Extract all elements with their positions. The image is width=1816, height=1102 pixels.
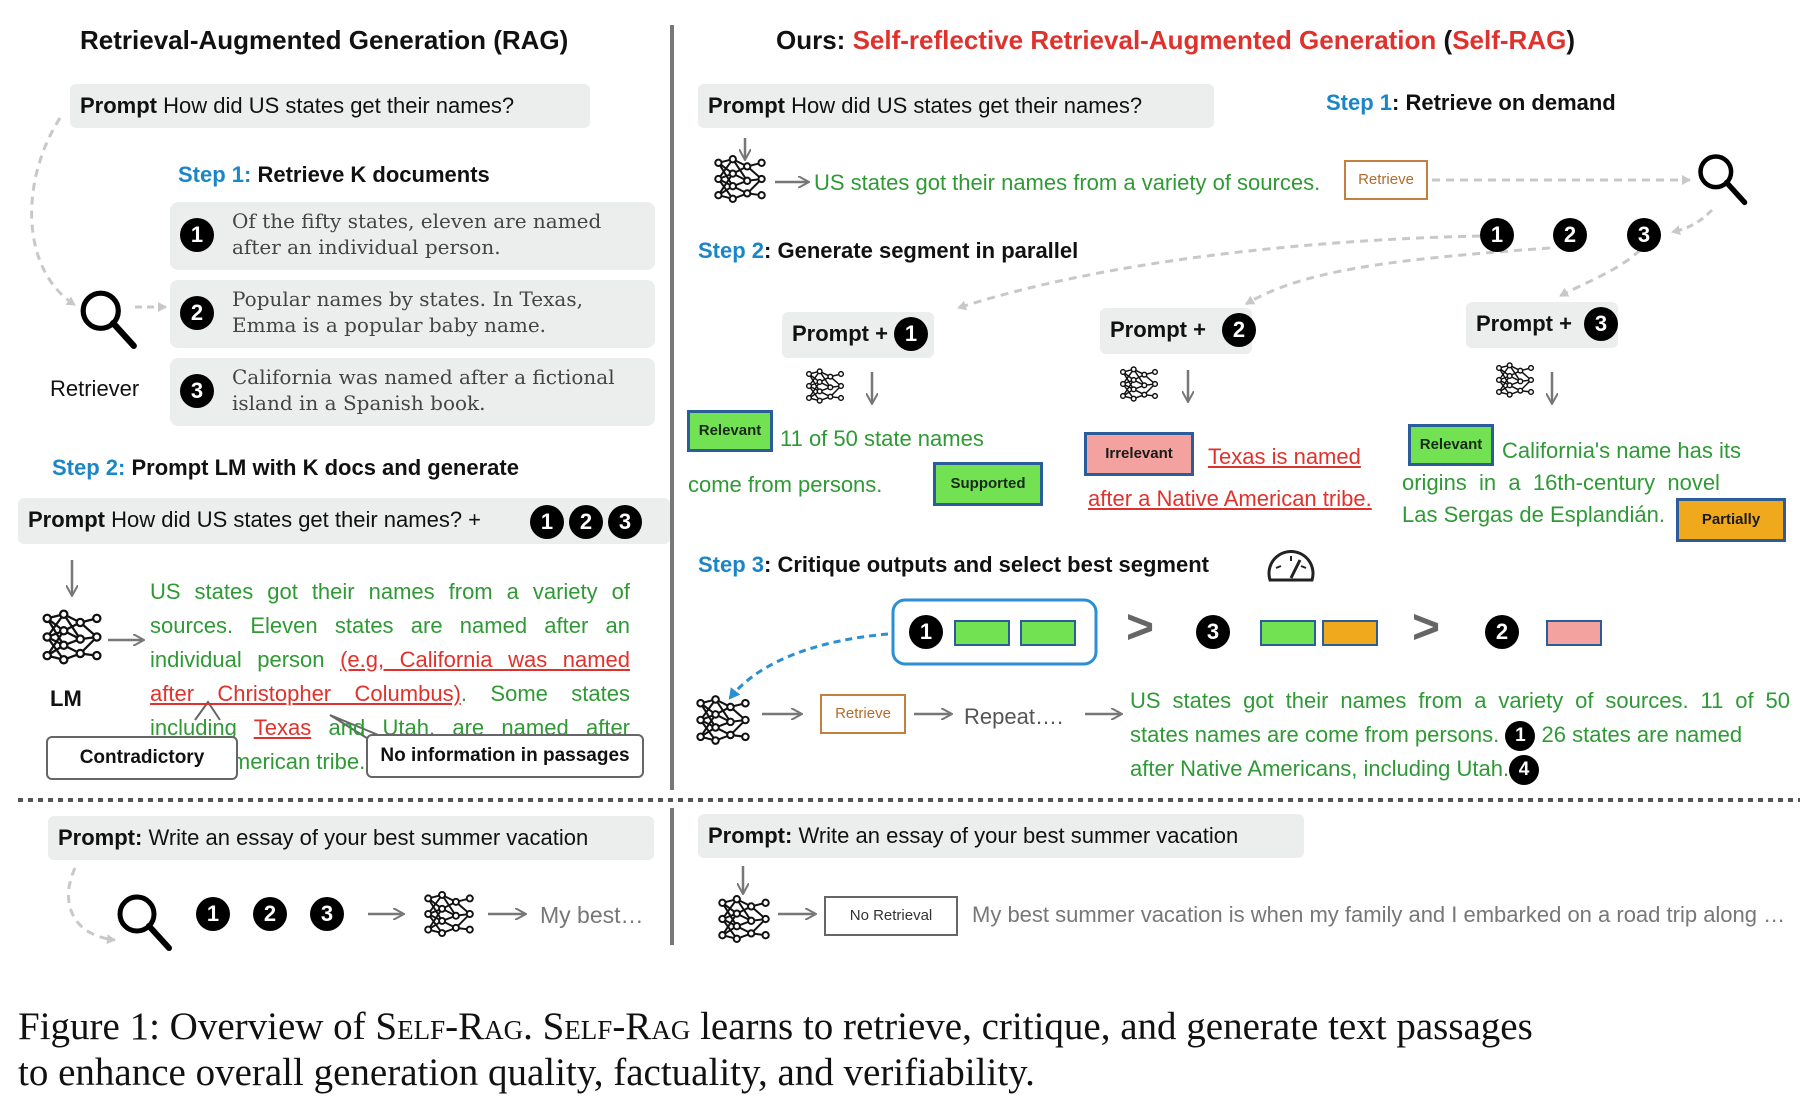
- bottom-prompt-box: Prompt: Write an essay of your best summ…: [698, 814, 1304, 858]
- segment-text: Texas is named: [1208, 444, 1361, 469]
- prompt-box: Prompt How did US states get their names…: [70, 84, 590, 128]
- bottom-output: My best…: [540, 902, 644, 928]
- segment-text: origins in a 16th-century novel: [1402, 470, 1720, 495]
- first-output: US states got their names from a variety…: [814, 170, 1321, 195]
- search-icon: [1701, 157, 1745, 203]
- lm-network-icon: [424, 890, 474, 938]
- doc-number: 1: [530, 505, 564, 539]
- figure-caption-line2: to enhance overall generation quality, f…: [18, 1051, 1035, 1094]
- relevant-token: Relevant: [1408, 424, 1494, 466]
- irrelevant-token: Irrelevant: [1084, 432, 1194, 476]
- doc-number: 1: [894, 317, 928, 351]
- document-1: [170, 202, 655, 270]
- step1-heading: Step 1: Retrieve on demand: [1326, 90, 1616, 115]
- lm-network-icon: [696, 695, 750, 745]
- gauge-icon: [1267, 549, 1315, 582]
- doc-number: 3: [180, 374, 214, 408]
- doc-number: 3: [1196, 615, 1230, 649]
- step1-heading: Step 1: Retrieve K documents: [178, 162, 490, 187]
- lm-network-icon: [718, 895, 770, 943]
- prompt-box: Prompt How did US states get their names…: [698, 84, 1214, 128]
- figure-caption-line1: Figure 1: Overview of Self-Rag. Self-Rag…: [18, 1005, 1533, 1048]
- doc-number: 3: [1584, 307, 1618, 341]
- document-2: [170, 280, 655, 348]
- bottom-output: My best summer vacation is when my famil…: [972, 902, 1786, 927]
- segment-text: come from persons.: [688, 472, 883, 497]
- doc-number: 3: [608, 505, 642, 539]
- doc-number: 3: [1627, 218, 1661, 252]
- greater-than: >: [1126, 601, 1155, 654]
- supported-token: Supported: [933, 462, 1043, 506]
- segment-text: California's name has its: [1502, 438, 1741, 463]
- segment-text: 11 of 50 state names: [780, 426, 984, 451]
- supported-mini-token: [1020, 620, 1076, 646]
- contradictory-callout: Contradictory: [46, 736, 238, 780]
- no-info-callout: No information in passages: [366, 734, 644, 778]
- lm-network-icon: [1119, 366, 1159, 402]
- doc-text: Popular names by states. In Texas,Emma i…: [232, 287, 583, 337]
- retriever-label: Retriever: [50, 376, 140, 401]
- retrieve-token: Retrieve: [820, 694, 906, 734]
- no-retrieval-token: No Retrieval: [824, 896, 958, 936]
- best-segment-box: [891, 598, 1098, 666]
- lm-network-icon: [714, 155, 766, 203]
- repeat-text: Repeat….: [964, 704, 1064, 729]
- doc-number: 1: [909, 615, 943, 649]
- doc-number: 1: [180, 218, 214, 252]
- retriever-search-icon: [83, 293, 134, 346]
- final-output: US states got their names from a variety…: [1130, 684, 1790, 786]
- segment-text: after a Native American tribe.: [1088, 486, 1372, 511]
- irrelevant-mini-token: [1546, 620, 1602, 646]
- greater-than: >: [1412, 601, 1441, 654]
- doc-number: 3: [310, 897, 344, 931]
- bottom-prompt-box: Prompt: Write an essay of your best summ…: [48, 816, 654, 860]
- lm-network-icon: [1495, 362, 1535, 398]
- left-title: Retrieval-Augmented Generation (RAG): [80, 25, 569, 55]
- document-3: [170, 358, 655, 426]
- segment-text: Las Sergas de Esplandián.: [1402, 502, 1665, 527]
- right-title: Ours: Self-reflective Retrieval-Augmente…: [776, 25, 1575, 55]
- lm-network-icon: [805, 368, 845, 404]
- relevant-mini-token: [954, 620, 1010, 646]
- search-icon: [120, 897, 169, 948]
- relevant-mini-token: [1260, 620, 1316, 646]
- partially-token: Partially: [1676, 498, 1786, 542]
- doc-number: 2: [1485, 615, 1519, 649]
- doc-number: 2: [253, 897, 287, 931]
- lm-label: LM: [50, 686, 82, 711]
- doc-number: 2: [1222, 313, 1256, 347]
- lm-network-icon: [42, 609, 102, 665]
- doc-number: 2: [569, 505, 603, 539]
- rag-output-text: US states got their names from a variety…: [150, 579, 631, 774]
- step2-heading: Step 2: Prompt LM with K docs and genera…: [52, 455, 519, 480]
- step3-heading: Step 3: Critique outputs and select best…: [698, 552, 1209, 577]
- step2-heading: Step 2: Generate segment in parallel: [698, 238, 1079, 263]
- doc-number: 2: [1553, 218, 1587, 252]
- doc-number: 2: [180, 296, 214, 330]
- doc-number: 1: [1480, 218, 1514, 252]
- relevant-token: Relevant: [687, 410, 773, 452]
- doc-number: 1: [196, 897, 230, 931]
- retrieve-token: Retrieve: [1344, 160, 1428, 200]
- partially-mini-token: [1322, 620, 1378, 646]
